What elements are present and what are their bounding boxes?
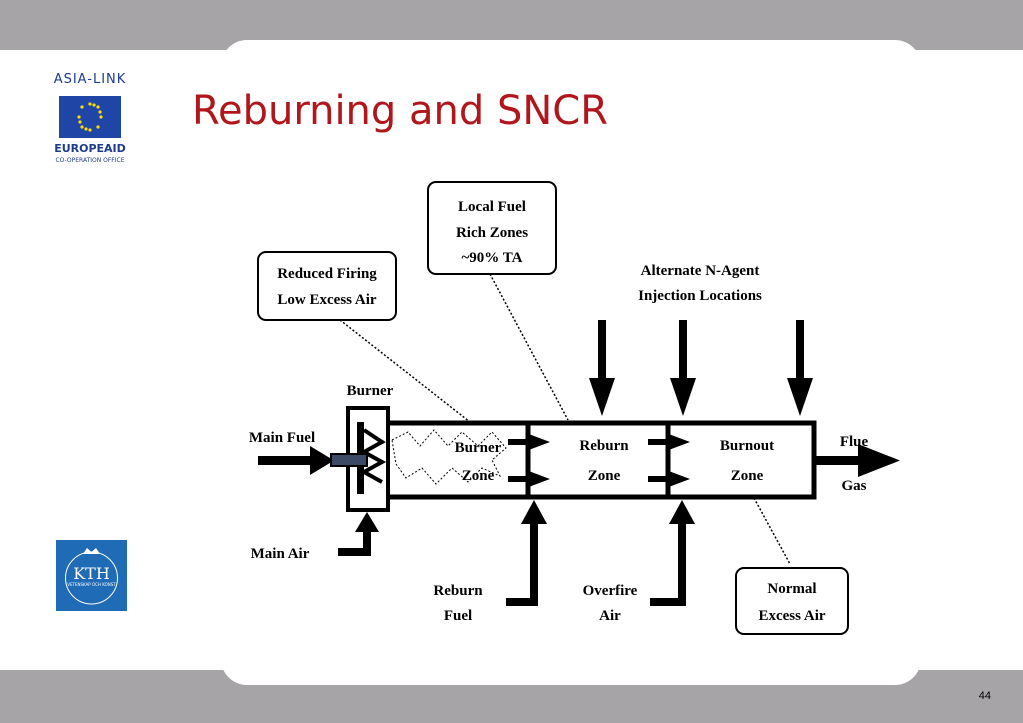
callout-normal-excess-line1: Normal <box>767 581 816 597</box>
cooperation-office-text: CO-OPERATION OFFICE <box>55 157 125 164</box>
gas-label: Gas <box>841 478 866 494</box>
callout-normal-excess: Normal Excess Air <box>735 567 849 635</box>
burner-label: Burner <box>347 383 394 399</box>
callout-reduced-firing: Reduced Firing Low Excess Air <box>257 251 397 321</box>
reburn-fuel-line1: Reburn <box>433 583 483 599</box>
callout-local-fuel: Local Fuel Rich Zones ~90% TA <box>427 181 557 275</box>
burner-zone-line1: Burner <box>455 440 502 456</box>
asia-link-text: ASIA-LINK <box>53 72 127 87</box>
leader-normal-excess <box>753 497 791 565</box>
main-fuel-label: Main Fuel <box>249 430 315 446</box>
burnout-zone-line2: Zone <box>731 468 764 484</box>
callout-reduced-firing-line1: Reduced Firing <box>277 266 377 282</box>
overfire-air-line1: Overfire <box>583 583 638 599</box>
kth-text: KTH <box>73 564 110 583</box>
flue-gas-arrow <box>858 444 900 477</box>
page-number: 44 <box>978 690 991 702</box>
leader-reduced-firing <box>339 319 471 423</box>
flow-arrows <box>508 433 690 488</box>
kth-logo: KTH VETENSKAP OCH KONST <box>56 540 127 611</box>
burnout-zone-line1: Burnout <box>720 438 774 454</box>
flame-shape <box>391 429 507 485</box>
overfire-air-line2: Air <box>599 608 621 624</box>
reburn-zone-line2: Zone <box>588 468 621 484</box>
reburn-fuel-line2: Fuel <box>444 608 472 624</box>
alternate-agent-line2: Injection Locations <box>638 288 762 304</box>
flue-label: Flue <box>840 434 869 450</box>
alternate-agent-line1: Alternate N-Agent <box>641 263 760 279</box>
callout-local-fuel-line1: Local Fuel <box>458 199 526 215</box>
reburn-zone-line1: Reburn <box>579 438 629 454</box>
burner-zone-line2: Zone <box>462 468 495 484</box>
europeaid-text: EUROPEAID <box>54 142 126 155</box>
kth-subtext: VETENSKAP OCH KONST <box>67 582 116 587</box>
callout-normal-excess-line2: Excess Air <box>758 608 825 624</box>
injection-arrows <box>589 320 813 416</box>
main-air-label: Main Air <box>251 546 310 562</box>
slide-title: Reburning and SNCR <box>192 88 609 134</box>
eu-flag-icon <box>59 96 121 138</box>
callout-local-fuel-line2: Rich Zones <box>456 225 528 241</box>
reburning-sncr-diagram: Local Fuel Rich Zones ~90% TA Reduced Fi… <box>249 181 900 635</box>
asia-link-logo: ASIA-LINK EUROPEAID CO-OPERATION OFFICE <box>40 72 140 172</box>
leader-local-fuel <box>489 273 569 421</box>
fuel-nozzle <box>330 453 368 467</box>
furnace-box <box>383 420 817 500</box>
callout-local-fuel-line3: ~90% TA <box>461 250 522 266</box>
callout-reduced-firing-line2: Low Excess Air <box>277 292 377 308</box>
